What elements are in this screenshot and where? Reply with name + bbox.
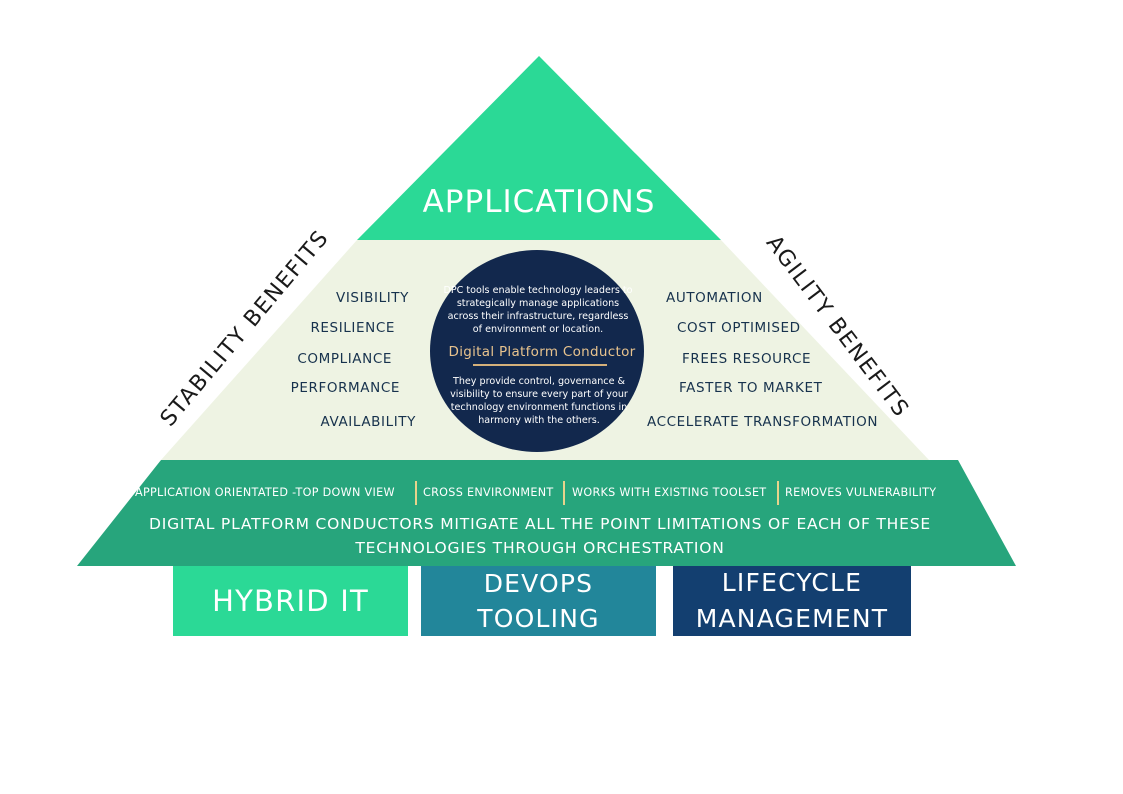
hybrid-it-box: HYBRID IT (173, 566, 408, 636)
devops-tooling-label: DEVOPS TOOLING (477, 569, 600, 633)
pyramid-apex-tier (357, 56, 721, 240)
agility-benefit-item: ACCELERATE TRANSFORMATION (647, 414, 879, 430)
stability-benefit-item: AVAILABILITY (320, 414, 416, 430)
agility-benefit-item: FREES RESOURCE (682, 351, 812, 367)
feature-separator (563, 481, 565, 505)
stability-benefit-item: PERFORMANCE (290, 380, 400, 396)
agility-benefit-item: AUTOMATION (666, 290, 763, 306)
title-underline (473, 364, 607, 366)
feature-item: WORKS WITH EXISTING TOOLSET (572, 486, 767, 499)
stability-benefit-item: VISIBILITY (335, 290, 409, 306)
applications-title: APPLICATIONS (422, 184, 656, 220)
ellipse-intro-text: DPC tools enable technology leaders to s… (443, 285, 633, 335)
orchestration-statement: DIGITAL PLATFORM CONDUCTORS MITIGATE ALL… (149, 515, 931, 557)
devops-tooling-box: DEVOPS TOOLING (421, 566, 656, 636)
conductor-title: Digital Platform Conductor (448, 344, 636, 360)
agility-benefit-item: COST OPTIMISED (677, 320, 801, 336)
feature-item: REMOVES VULNERABILITY (785, 486, 937, 499)
center-ellipse (430, 250, 644, 452)
feature-item: APPLICATION ORIENTATED -TOP DOWN VIEW (135, 486, 395, 499)
feature-separator (777, 481, 779, 505)
stability-benefit-item: RESILIENCE (310, 320, 395, 336)
pyramid-base-tier (77, 460, 1016, 566)
ellipse-detail-text: They provide control, governance & visib… (450, 376, 628, 426)
feature-item: CROSS ENVIRONMENT (423, 486, 554, 499)
hybrid-it-label: HYBRID IT (212, 584, 369, 618)
feature-separator (415, 481, 417, 505)
agility-benefit-item: FASTER TO MARKET (679, 380, 823, 396)
lifecycle-management-label: LIFECYCLE MANAGEMENT (695, 568, 889, 633)
lifecycle-management-box: LIFECYCLE MANAGEMENT (673, 566, 911, 636)
stability-benefit-item: COMPLIANCE (297, 351, 392, 367)
